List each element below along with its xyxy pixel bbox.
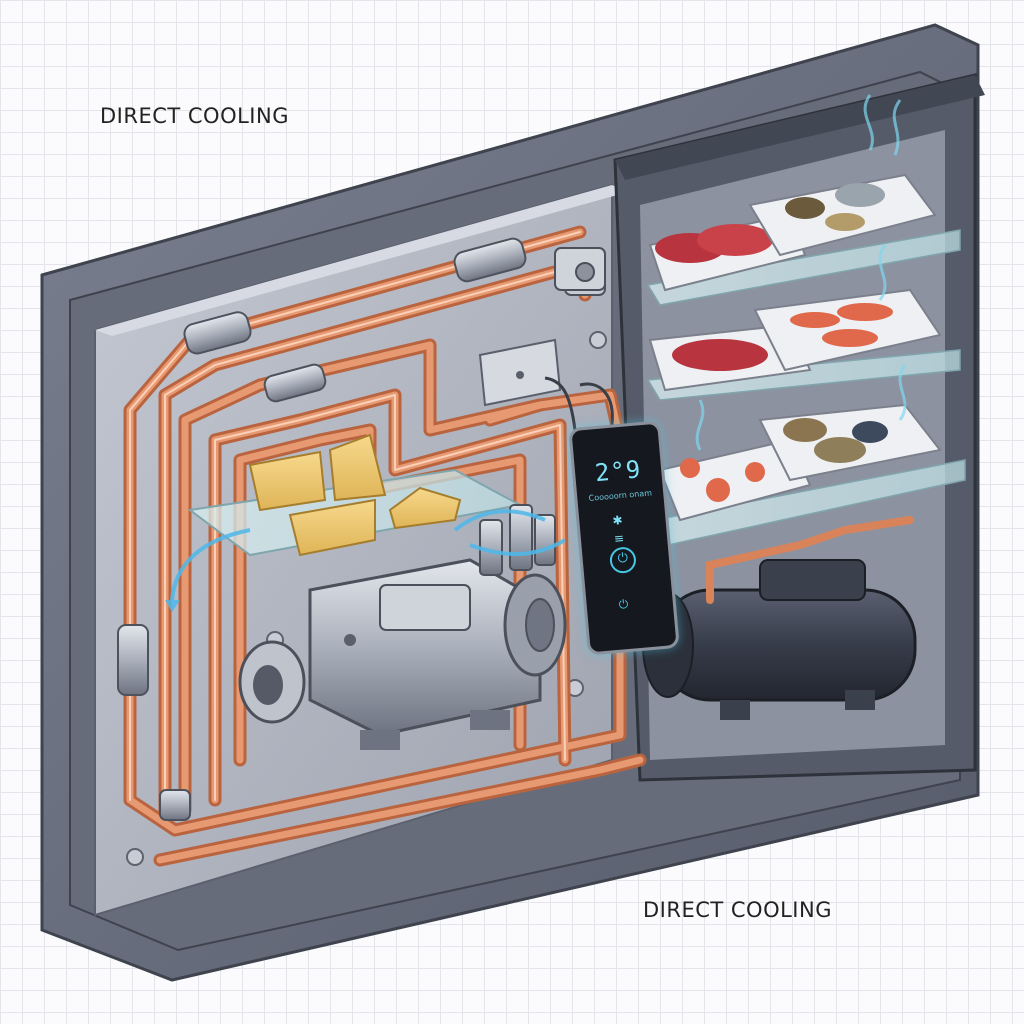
temperature-display: 2°9 [593,455,643,488]
screw [589,331,607,349]
airflow-arrows [165,509,567,612]
control-cable [579,382,614,426]
power-icon[interactable]: ⏻ [608,546,638,575]
wall-switch [554,247,606,291]
flow-arrow-icon [453,509,546,532]
oyster-tray [758,403,942,482]
cheese-shelf [187,433,523,557]
caption-top: DIRECT COOLING [100,104,289,128]
shrimp-tray [753,288,942,372]
control-cable [544,376,577,431]
flow-arrow-icon [170,528,251,601]
seafood-tray [748,173,937,257]
snowflake-icon[interactable]: ✱ [611,513,624,528]
flow-arrow-icon [469,538,567,556]
copper-pipes [123,225,647,867]
digital-control-panel[interactable]: 2°9 Cooooorn onam ✱ ≡ ⏻ ⏻ [568,420,680,656]
screw [126,848,144,866]
power-icon[interactable]: ⏻ [618,596,629,612]
junction-box [478,338,562,407]
pump-motor [238,558,567,750]
cold-vapor [695,94,907,451]
shrimp-tray [658,438,812,522]
menu-lines-icon[interactable]: ≡ [613,531,625,546]
status-text: Cooooorn onam [588,488,653,503]
food-trays [648,173,942,522]
cheese-wedge [248,433,462,557]
caption-bottom: DIRECT COOLING [643,898,832,922]
glass-shelf [646,349,961,401]
